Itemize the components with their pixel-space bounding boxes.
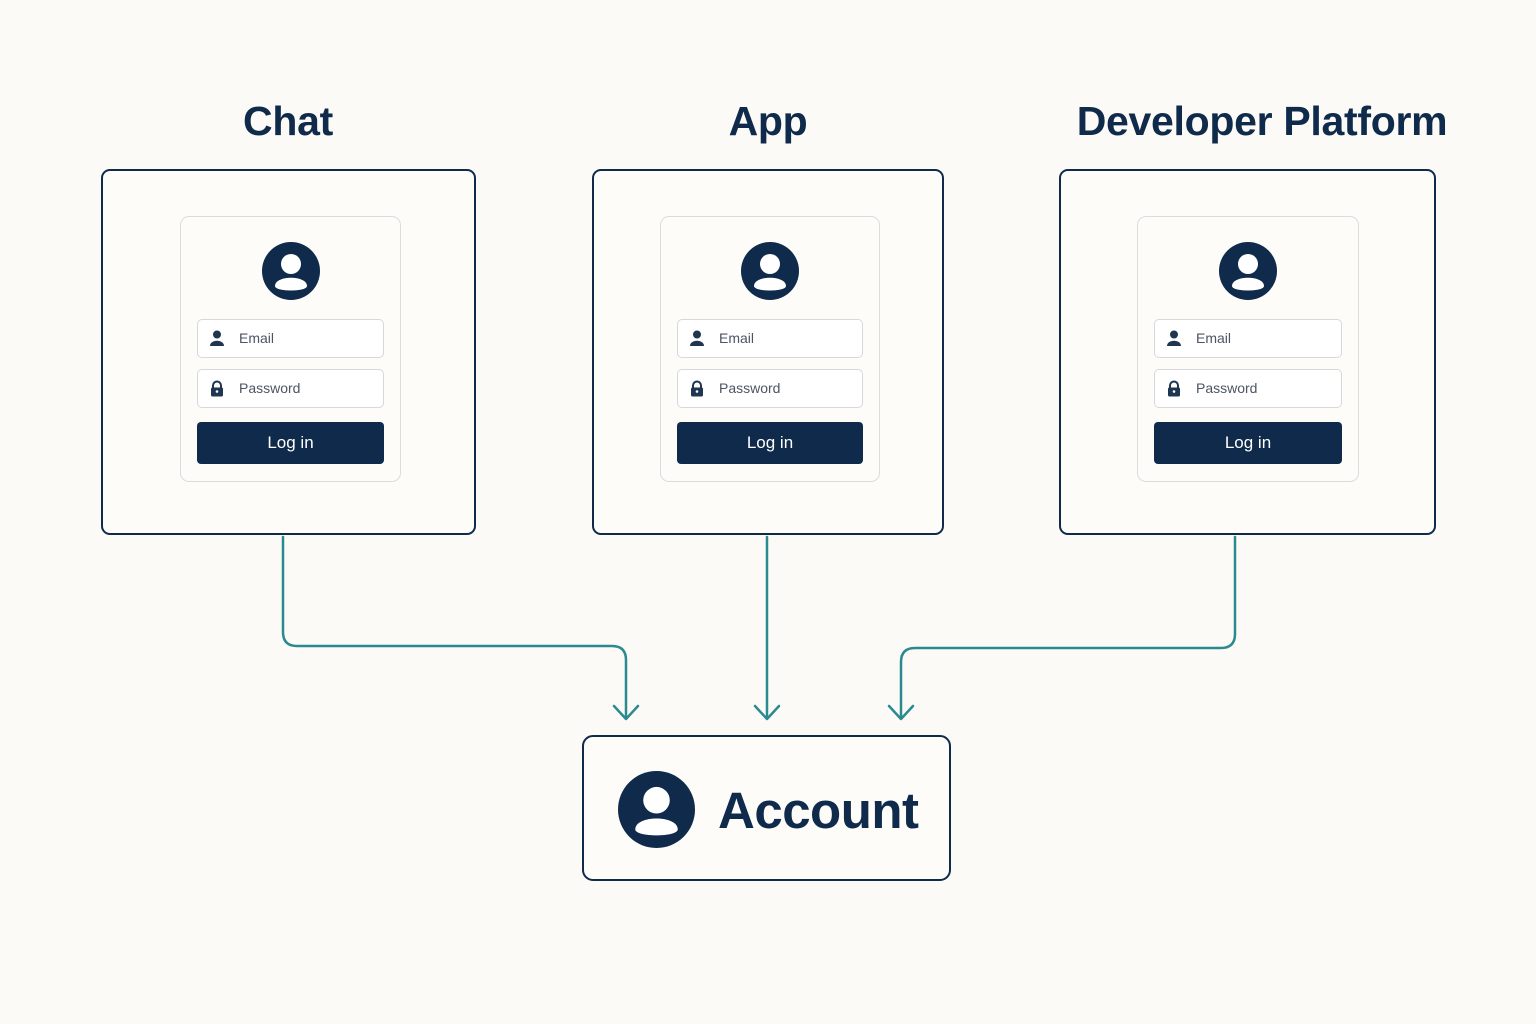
panel-title-app: App [728,98,808,144]
account-box: Account [582,735,951,881]
panel-title-developer-platform: Developer Platform [1076,98,1448,144]
password-placeholder: Password [239,380,301,396]
chat-panel: Email Password Log in [101,169,476,535]
email-field[interactable]: Email [1154,319,1342,358]
login-button[interactable]: Log in [677,422,863,464]
password-field[interactable]: Password [677,369,863,408]
panel-title-chat: Chat [243,98,333,144]
login-card: Email Password Log in [660,216,880,482]
login-button[interactable]: Log in [1154,422,1342,464]
email-field[interactable]: Email [197,319,384,358]
arrow-head-developer [887,704,915,721]
lock-icon [1168,380,1180,397]
user-icon [210,330,224,346]
password-placeholder: Password [719,380,781,396]
email-placeholder: Email [239,330,275,346]
lock-icon [211,380,223,397]
password-placeholder: Password [1196,380,1258,396]
avatar-icon [261,242,320,300]
lock-icon [691,380,703,397]
login-button[interactable]: Log in [197,422,384,464]
avatar-icon [741,242,799,300]
login-card: Email Password Log in [180,216,401,482]
user-icon [690,330,704,346]
email-placeholder: Email [719,330,755,346]
user-icon [1167,330,1181,346]
avatar-icon [1219,242,1277,300]
email-field[interactable]: Email [677,319,863,358]
account-icon [618,771,695,848]
account-label: Account [718,782,919,839]
arrow-head-app [753,704,781,721]
email-placeholder: Email [1196,330,1232,346]
password-field[interactable]: Password [197,369,384,408]
app-panel: Email Password Log in [592,169,944,535]
arrow-developer-to-account [899,535,1237,720]
arrow-head-chat [612,704,640,721]
developer-platform-panel: Email Password Log in [1059,169,1436,535]
arrow-chat-to-account [281,535,628,720]
login-card: Email Password Log in [1137,216,1359,482]
password-field[interactable]: Password [1154,369,1342,408]
